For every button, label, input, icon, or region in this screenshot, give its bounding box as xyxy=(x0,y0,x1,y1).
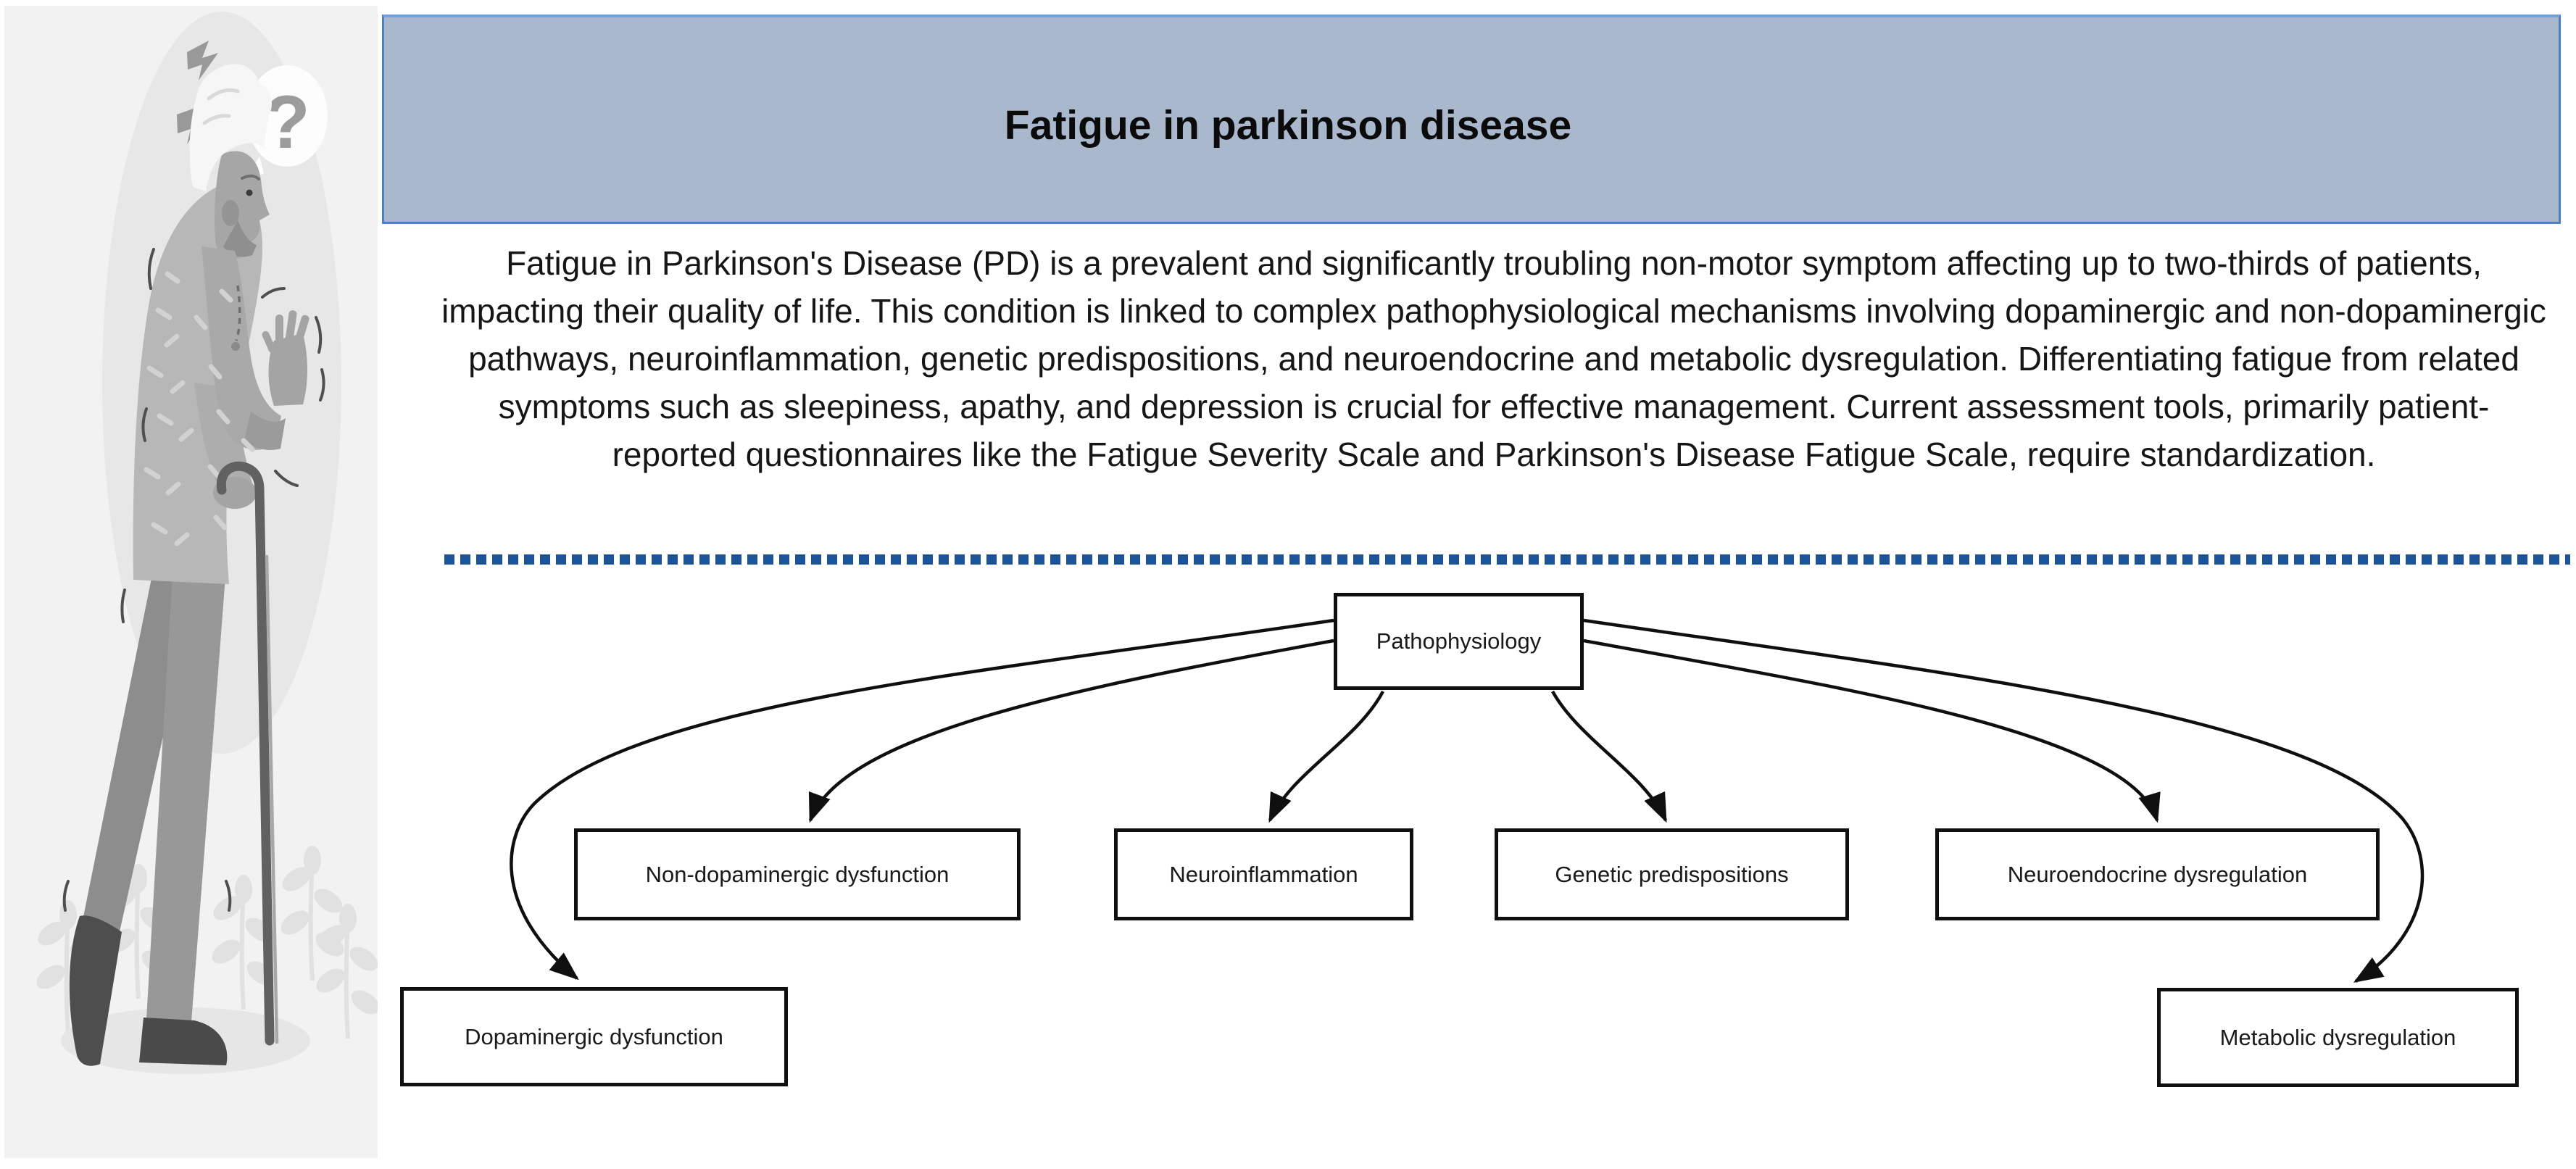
edge-root-to-neuroinflammation xyxy=(1268,690,1384,823)
edge-root-to-nondopaminergic xyxy=(808,638,1334,823)
question-mark-glyph: ? xyxy=(264,80,310,165)
dotted-divider xyxy=(444,554,2570,565)
node-neuroinflammation: Neuroinflammation xyxy=(1114,828,1413,920)
edge-root-to-metabolic xyxy=(1583,618,2425,983)
node-pathophysiology: Pathophysiology xyxy=(1334,593,1584,690)
node-neuroendocrine-dysregulation: Neuroendocrine dysregulation xyxy=(1935,828,2380,920)
node-metabolic-dysregulation: Metabolic dysregulation xyxy=(2157,988,2519,1087)
cane xyxy=(216,461,279,1046)
tremor-marks xyxy=(62,248,325,912)
edge-root-to-neuroendocrine xyxy=(1583,638,2161,823)
node-genetic-predispositions: Genetic predispositions xyxy=(1495,828,1849,920)
edge-root-to-dopaminergic xyxy=(510,618,1334,981)
node-non-dopaminergic-dysfunction: Non-dopaminergic dysfunction xyxy=(574,828,1021,920)
elderly-man-illustration: ? xyxy=(4,12,378,1074)
abstract-text: Fatigue in Parkinson's Disease (PD) is a… xyxy=(441,244,2546,473)
sidebar-illustration: ? xyxy=(4,6,378,1158)
page-title: Fatigue in parkinson disease xyxy=(1004,102,1572,149)
edge-root-to-genetic xyxy=(1551,690,1668,823)
node-dopaminergic-dysfunction: Dopaminergic dysfunction xyxy=(400,987,788,1086)
title-banner xyxy=(382,14,2561,224)
